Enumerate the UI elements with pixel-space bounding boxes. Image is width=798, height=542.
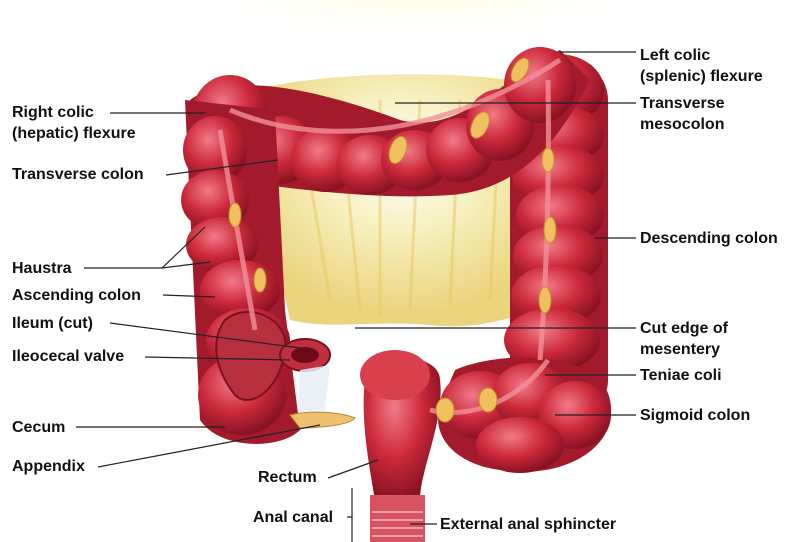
label-right-colic-flexure-line1: Right colic — [12, 102, 136, 123]
label-left-colic-flexure-line2: (splenic) flexure — [640, 66, 763, 87]
label-left-colic-flexure-line1: Left colic — [640, 45, 763, 66]
label-cecum: Cecum — [12, 418, 65, 438]
label-teniae-coli: Teniae coli — [640, 366, 722, 386]
label-transverse-mesocolon-line1: Transverse — [640, 93, 725, 114]
label-descending-colon: Descending colon — [640, 229, 778, 249]
label-cut-edge-line1: Cut edge of — [640, 318, 728, 339]
label-transverse-colon: Transverse colon — [12, 165, 144, 185]
label-right-colic-flexure: Right colic (hepatic) flexure — [12, 102, 136, 144]
label-sigmoid-colon: Sigmoid colon — [640, 406, 750, 426]
label-transverse-mesocolon-line2: mesocolon — [640, 114, 725, 135]
label-haustra: Haustra — [12, 259, 72, 279]
label-left-colic-flexure: Left colic (splenic) flexure — [640, 45, 763, 87]
label-ascending-colon: Ascending colon — [12, 286, 141, 306]
label-appendix: Appendix — [12, 457, 85, 477]
label-external-anal-sphincter: External anal sphincter — [440, 515, 616, 535]
label-rectum: Rectum — [258, 468, 317, 488]
label-transverse-mesocolon: Transverse mesocolon — [640, 93, 725, 135]
label-anal-canal: Anal canal — [253, 508, 333, 528]
label-ileocecal-valve: Ileocecal valve — [12, 347, 124, 367]
label-ileum-cut: Ileum (cut) — [12, 314, 93, 334]
rectum-shape — [360, 350, 441, 542]
label-right-colic-flexure-line2: (hepatic) flexure — [12, 123, 136, 144]
label-cut-edge-line2: mesentery — [640, 339, 728, 360]
label-cut-edge-of-mesentery: Cut edge of mesentery — [640, 318, 728, 360]
